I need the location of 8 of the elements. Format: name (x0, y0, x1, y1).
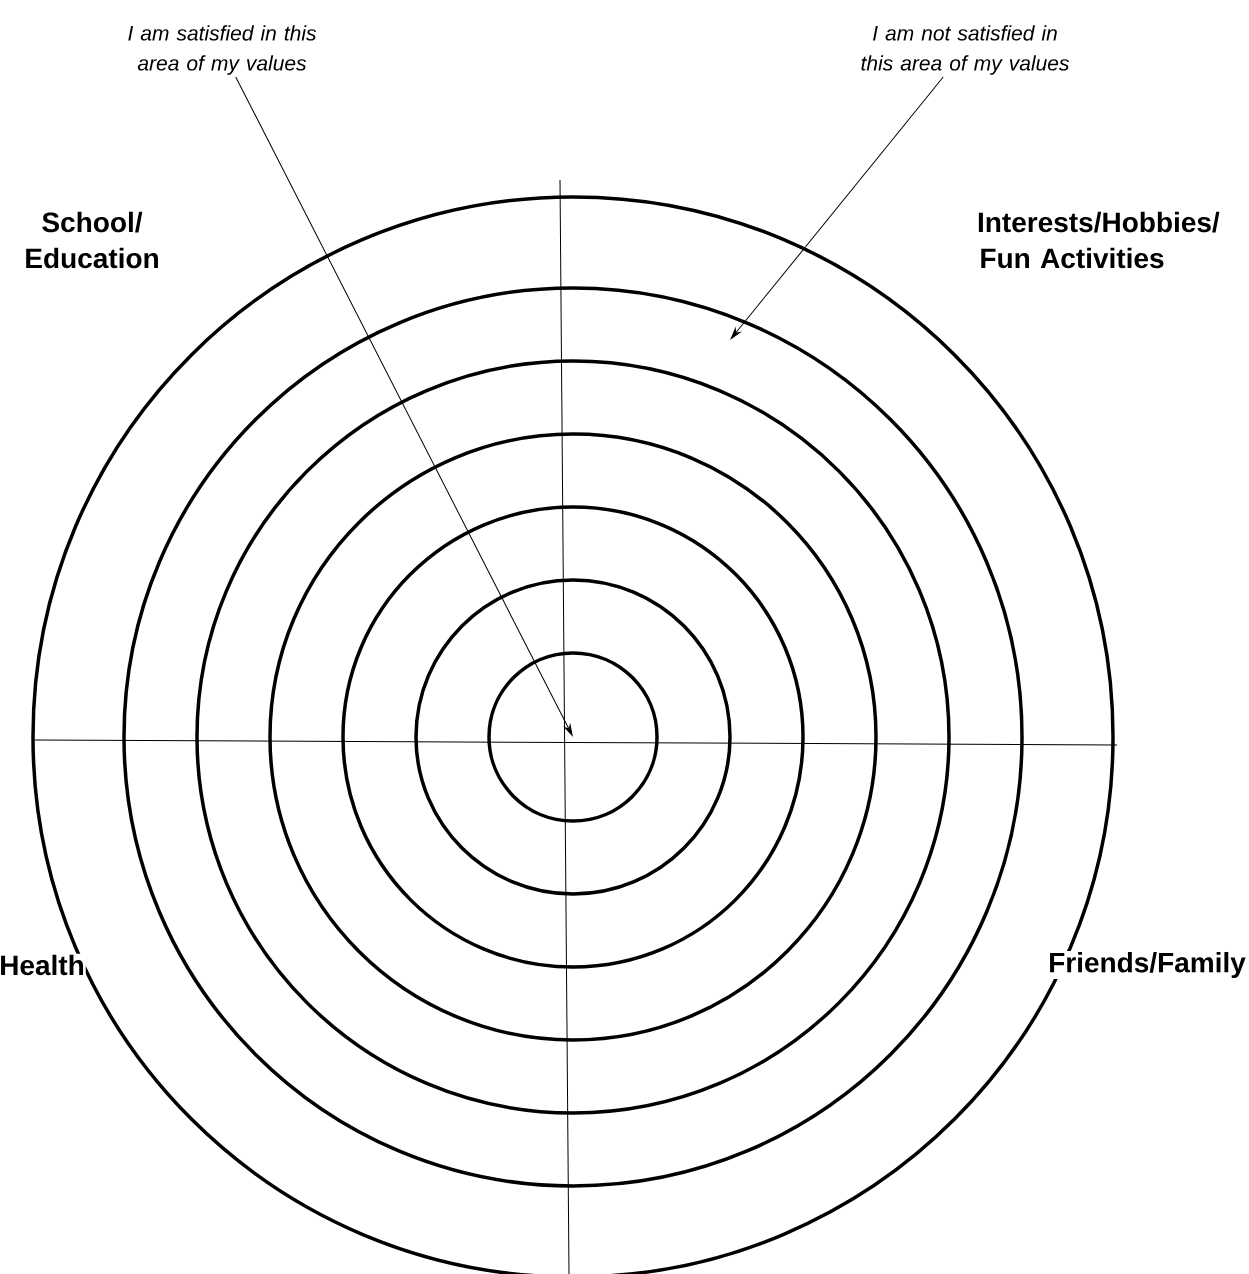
category-label: Health (0, 953, 86, 977)
category-label: Friends/Family (1047, 950, 1247, 980)
category-label: Interests/Hobbies/ Fun Activities (978, 211, 1220, 269)
callout-text: I am not satisfied in this area of my values (861, 25, 1069, 75)
leader-arrow (235, 76, 573, 736)
category-label: School/ Education (26, 211, 158, 269)
leader-arrow (730, 76, 944, 340)
callout-text: I am satisfied in this area of my values (128, 25, 317, 75)
